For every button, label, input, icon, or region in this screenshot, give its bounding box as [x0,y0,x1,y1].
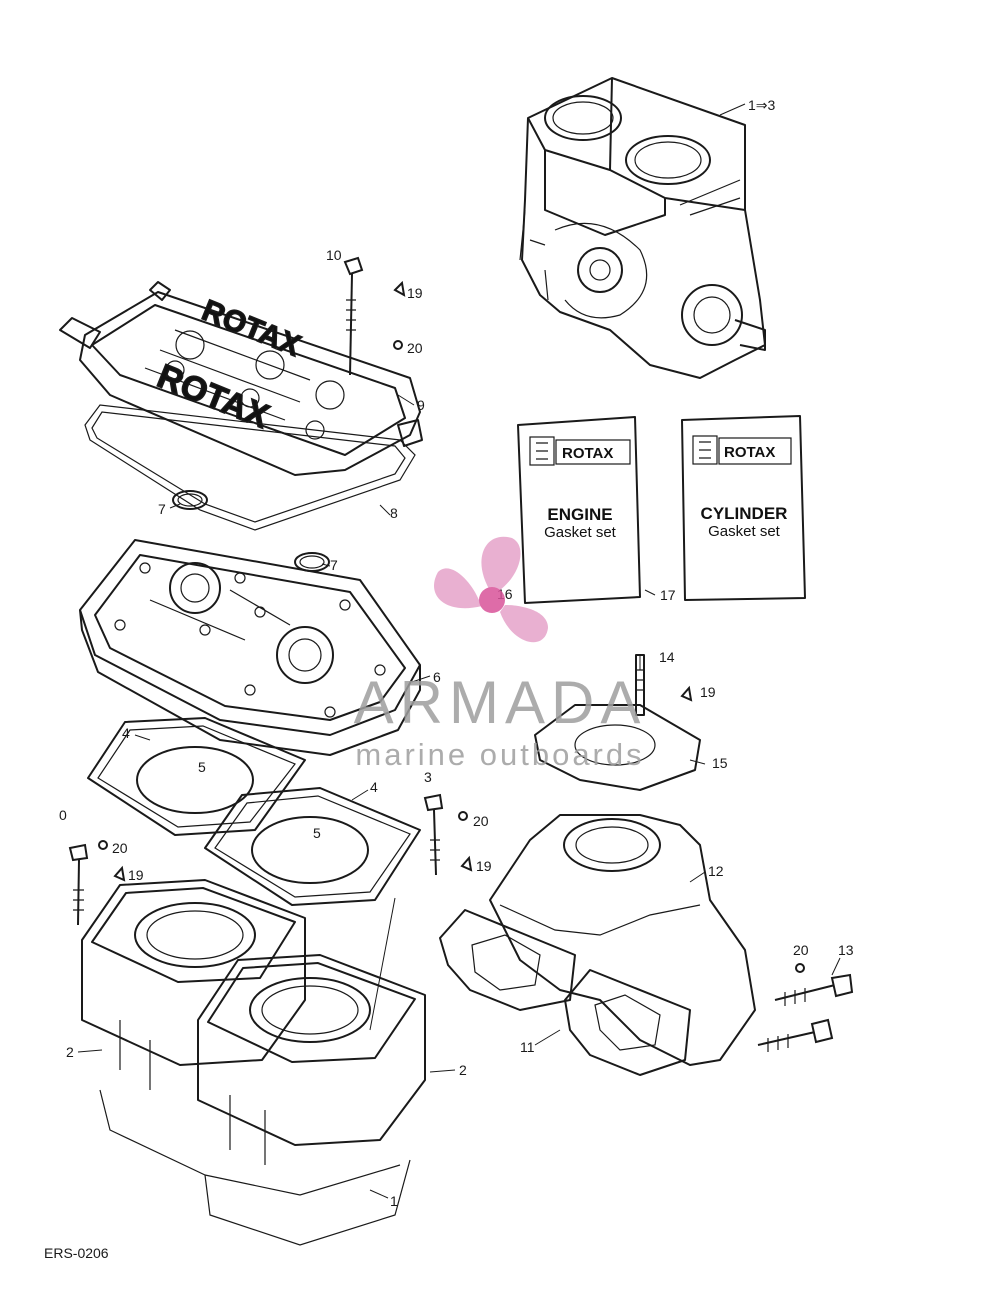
figure-code: ERS-0206 [44,1245,109,1261]
callout-13: 13 [838,942,854,958]
head-gasket-right [204,787,421,906]
callout-2: 2 [459,1062,467,1078]
propeller-logo-icon [434,536,548,643]
callout-5: 5 [313,825,321,841]
callout-0: 0 [59,807,67,823]
callout-19: 19 [476,858,492,874]
screw-13-upper [774,973,854,1006]
callout-1: 1 [390,1193,398,1209]
engine-gasket-set-booklet: ROTAX ENGINE Gasket set [517,416,641,604]
callout-2: 2 [66,1044,74,1060]
cylinder-head-cover: ROTAX ROTAX [59,281,423,476]
engine-booklet-subtitle: Gasket set [544,524,617,541]
flange-gasket [534,704,701,791]
o-ring-5-right [251,816,369,884]
callout-4: 4 [370,779,378,795]
cylinder-booklet-subtitle: Gasket set [708,523,781,540]
leader-lines [77,103,841,1199]
callout-19: 19 [407,285,423,301]
cylinder-booklet-title: CYLINDER [701,504,788,523]
o-ring-5-left [136,746,254,814]
callout-15: 15 [712,755,728,771]
callout-19: 19 [128,867,144,883]
callout-20: 20 [407,340,423,356]
callout-20: 20 [793,942,809,958]
callout-4: 4 [122,725,130,741]
cylinder-booklet-brand: ROTAX [724,444,775,461]
callout-19: 19 [700,684,716,700]
exhaust-manifold [489,814,756,1066]
callout-6: 6 [433,669,441,685]
engine-assembly [519,77,766,379]
callout-10: 10 [326,247,342,263]
screw-3 [423,793,444,876]
callout-11: 11 [520,1039,535,1055]
callout-20: 20 [473,813,489,829]
head-gasket-left [87,717,306,836]
callout-7: 7 [330,557,338,573]
screw-13-lower [757,1018,834,1052]
lock-washers [98,280,805,973]
cylinder-block [81,879,426,1246]
cylinder-gasket-set-booklet: ROTAX CYLINDER Gasket set [681,415,806,601]
cover-embossed-text-1: ROTAX [197,294,305,363]
callout-20: 20 [112,840,128,856]
callout-labels: 1⇒3 10 19 20 9 7 8 7 6 4 5 4 5 3 20 19 0… [59,97,854,1209]
cover-o-ring-gasket [84,404,416,531]
stud-14 [635,654,645,716]
o-ring-left [172,490,208,510]
callout-1-3: 1⇒3 [748,97,776,113]
engine-booklet-title: ENGINE [547,505,612,524]
callout-7: 7 [158,501,166,517]
engine-booklet-brand: ROTAX [562,445,613,462]
callout-17: 17 [660,587,676,603]
callout-5: 5 [198,759,206,775]
exhaust-gasket [439,909,691,1076]
callout-8: 8 [390,505,398,521]
armada-watermark: ARMADA marine outboards [354,536,647,772]
callout-9: 9 [417,397,425,413]
screw-0 [68,843,89,926]
callout-12: 12 [708,863,724,879]
watermark-tagline: marine outboards [355,737,644,772]
callout-3: 3 [424,769,432,785]
stud-10 [343,256,364,376]
callout-14: 14 [659,649,675,665]
watermark-brand: ARMADA [354,669,647,736]
